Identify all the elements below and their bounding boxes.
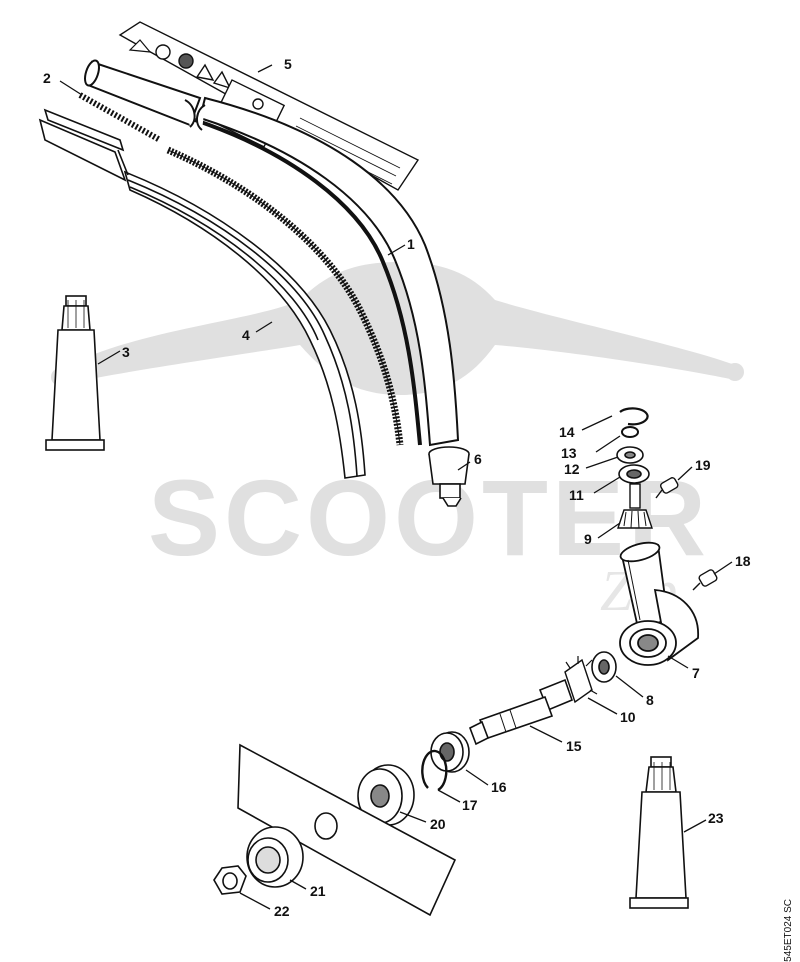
callout-16: 16	[491, 779, 507, 795]
part-22-mower-nut	[213, 865, 247, 895]
leader-lines	[59, 64, 733, 910]
part-1-drive-tube	[84, 59, 460, 447]
callouts: 2 5 1 4 3 6 14 13 12 11 9 19 18 7 8 10 1…	[43, 56, 751, 919]
part-12-bearing	[616, 446, 644, 464]
diagram-canvas: SCOOTER Zip	[38, 21, 751, 919]
part-13-washer	[621, 426, 639, 438]
part-20-thrust-plate	[357, 764, 415, 826]
parts-diagram: SCOOTER Zip	[38, 21, 794, 962]
callout-22: 22	[274, 903, 290, 919]
callout-7: 7	[692, 665, 700, 681]
part-16-ball-bearing	[430, 731, 470, 773]
watermark-right-dot	[726, 363, 744, 381]
callout-19: 19	[695, 457, 711, 473]
part-6-bushing	[428, 446, 470, 507]
callout-10: 10	[620, 709, 636, 725]
callout-2: 2	[43, 70, 51, 86]
part-3-grease-tube	[45, 295, 105, 451]
part-8-ball-bearing	[591, 651, 617, 683]
callout-1: 1	[407, 236, 415, 252]
part-17-circlip	[421, 749, 448, 792]
part-2-flexible-shaft	[78, 92, 404, 446]
callout-23: 23	[708, 810, 724, 826]
part-15-spindle	[468, 678, 574, 746]
callout-13: 13	[561, 445, 577, 461]
part-7-gear-housing	[619, 541, 699, 666]
part-23-grease-tube	[629, 756, 689, 909]
part-21-thrust-washer	[246, 826, 304, 888]
part-11-ball-bearing	[618, 464, 650, 484]
callout-6: 6	[474, 451, 482, 467]
callout-15: 15	[566, 738, 582, 754]
part-9-bevel-pinion	[617, 483, 653, 529]
callout-12: 12	[564, 461, 580, 477]
part-10-bevel-gear	[564, 656, 598, 704]
watermark: SCOOTER Zip	[51, 262, 744, 623]
callout-5: 5	[284, 56, 292, 72]
callout-9: 9	[584, 531, 592, 547]
blade	[237, 743, 457, 917]
callout-3: 3	[122, 344, 130, 360]
callout-4: 4	[242, 327, 250, 343]
callout-8: 8	[646, 692, 654, 708]
watermark-text: SCOOTER	[148, 457, 710, 578]
callout-14: 14	[559, 424, 575, 440]
callout-20: 20	[430, 816, 446, 832]
part-14-circlip	[619, 407, 649, 426]
callout-17: 17	[462, 797, 478, 813]
callout-21: 21	[310, 883, 326, 899]
part-4-liner	[38, 108, 366, 479]
callout-11: 11	[569, 487, 584, 503]
part-19-screw	[655, 477, 679, 499]
watermark-scooter-shape	[60, 262, 735, 395]
callout-18: 18	[735, 553, 751, 569]
document-code: 545ET024 SC	[783, 899, 794, 962]
